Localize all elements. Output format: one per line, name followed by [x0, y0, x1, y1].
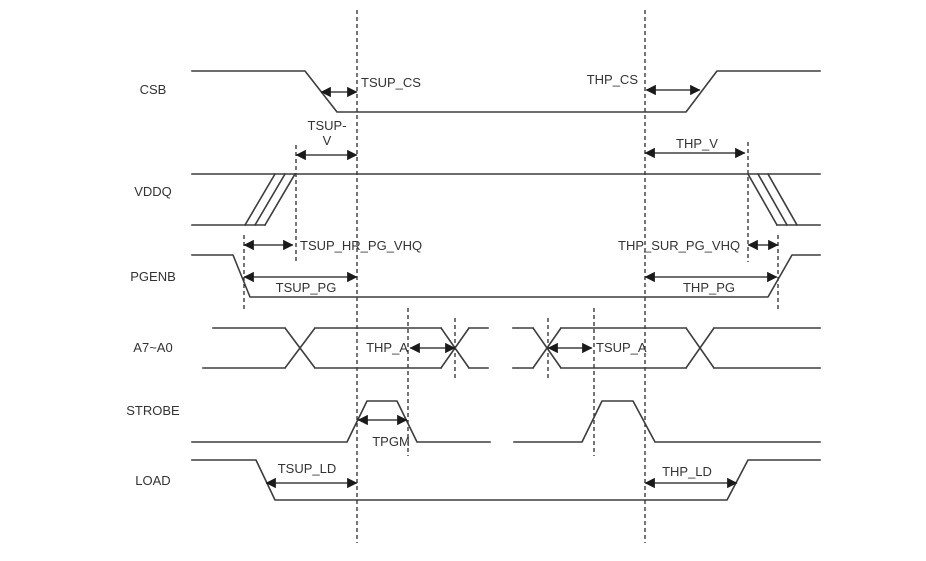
tsup-a-label: TSUP_A — [596, 340, 647, 355]
vddq-waveform — [191, 172, 821, 227]
signal-label-pgenb: PGENB — [130, 269, 176, 284]
thp-pg-label: THP_PG — [683, 280, 735, 295]
signal-label-csb: CSB — [140, 82, 167, 97]
tsup-v-label-line2: V — [323, 133, 332, 148]
thp-ld-label: THP_LD — [662, 464, 712, 479]
signal-label-load: LOAD — [135, 473, 170, 488]
thp-sur-pg-vhq-label: THP_SUR_PG_VHQ — [618, 238, 740, 253]
tsup-v-label-line1: TSUP- — [308, 118, 347, 133]
signal-label-strobe: STROBE — [126, 403, 180, 418]
tsup-hr-pg-vhq-label: TSUP_HR_PG_VHQ — [300, 238, 422, 253]
tsup-pg-label: TSUP_PG — [276, 280, 337, 295]
address-bus-waveform — [202, 326, 821, 370]
strobe-waveform — [191, 400, 821, 443]
vddq-ramp-down — [746, 172, 799, 227]
load-waveform — [191, 459, 821, 501]
signal-label-a7-a0: A7~A0 — [133, 340, 172, 355]
csb-waveform — [191, 70, 821, 113]
timing-arrows — [243, 84, 779, 489]
tsup-cs-label: TSUP_CS — [361, 75, 421, 90]
pgenb-waveform — [191, 254, 821, 298]
signal-label-vddq: VDDQ — [134, 184, 172, 199]
tsup-ld-label: TSUP_LD — [278, 461, 337, 476]
thp-cs-label: THP_CS — [587, 72, 639, 87]
tpgm-label: TPGM — [372, 434, 410, 449]
waveforms — [191, 70, 821, 501]
vddq-ramp-up — [243, 172, 297, 227]
timing-labels: TSUP_CS THP_CS TSUP- V THP_V TSUP_HR_PG_… — [276, 72, 740, 479]
signal-labels: CSB VDDQ PGENB A7~A0 STROBE LOAD — [126, 82, 180, 488]
thp-a-label: THP_A — [366, 340, 408, 355]
thp-v-label: THP_V — [676, 136, 718, 151]
